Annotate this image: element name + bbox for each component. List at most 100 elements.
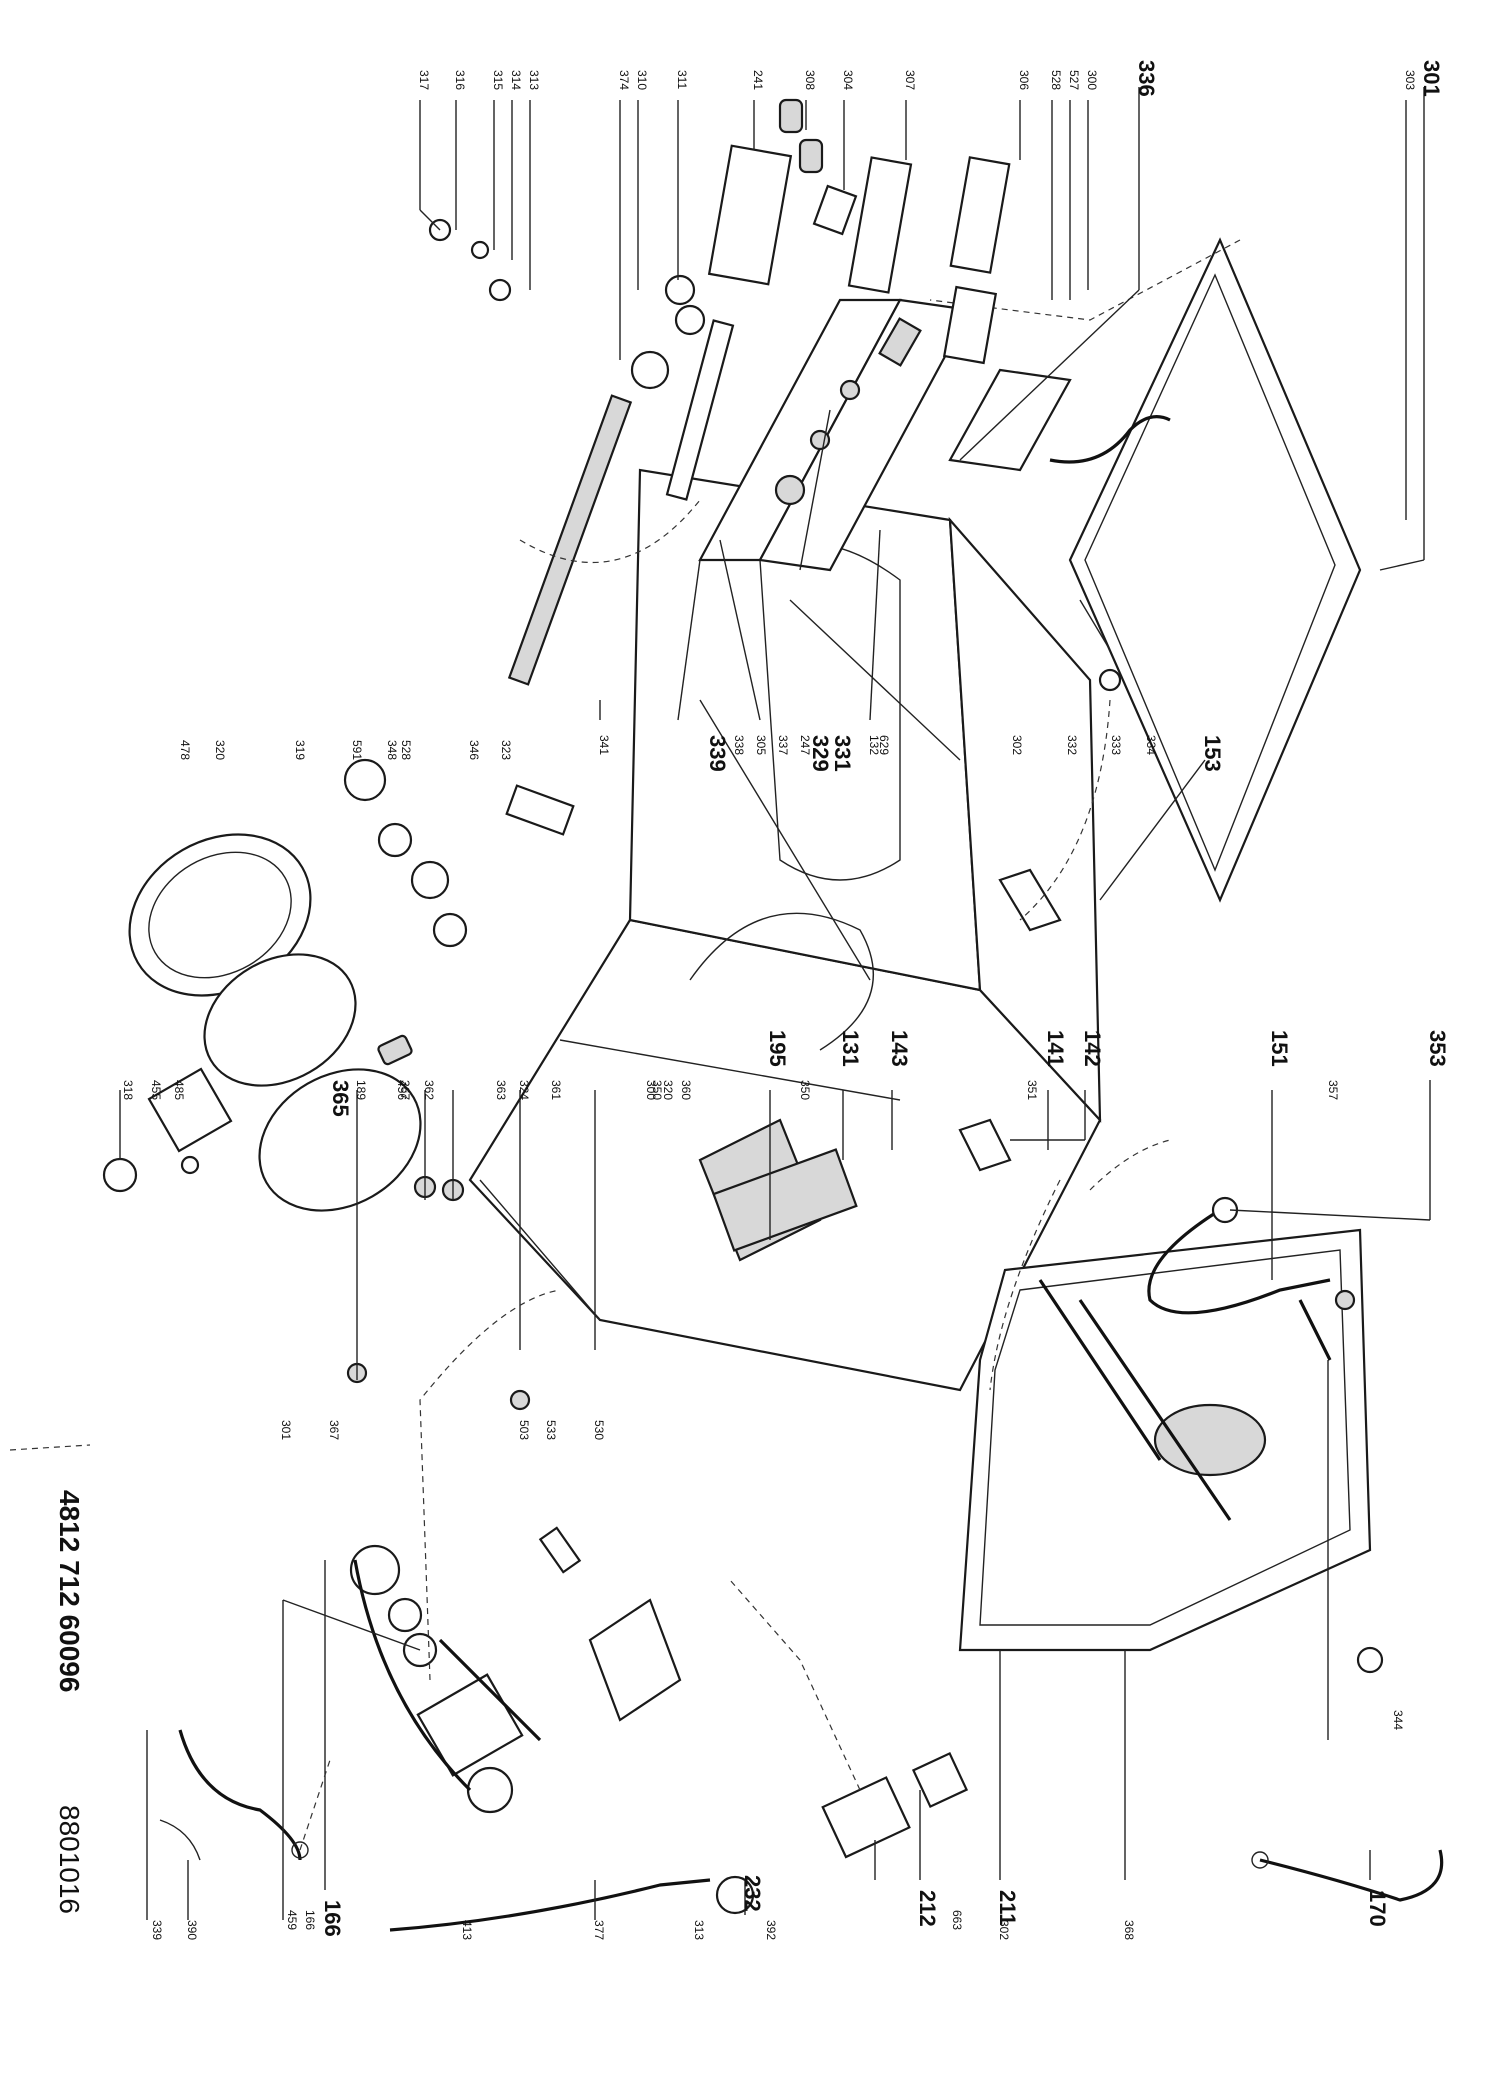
- callout-323: 323: [499, 740, 513, 760]
- hose-377: [389, 1878, 711, 1932]
- lens-304: [812, 184, 858, 236]
- latch-455: [102, 1157, 138, 1193]
- part-323: [1098, 668, 1122, 692]
- spring-332: [1079, 599, 1111, 651]
- clip-459: [159, 1819, 201, 1861]
- callout-307: 307: [903, 70, 917, 90]
- callout-528: 528: [1049, 70, 1063, 90]
- control-button: [839, 379, 861, 401]
- callout-151: 151: [1267, 1030, 1292, 1067]
- control-button: [809, 429, 831, 451]
- callout-320: 320: [213, 740, 227, 760]
- callout-320: 320: [661, 1080, 675, 1100]
- hose-170-end: [1251, 1851, 1269, 1869]
- callout-390: 390: [185, 1920, 199, 1940]
- callout-300: 300: [1085, 70, 1099, 90]
- callout-305: 305: [754, 735, 768, 755]
- top-cover: [1068, 237, 1362, 903]
- hinge-cover-318: [147, 1067, 233, 1153]
- callout-131: 131: [838, 1030, 863, 1067]
- callout-456: 456: [395, 1080, 409, 1100]
- base-plate-slots: [1038, 1279, 1332, 1521]
- display-window: [878, 317, 922, 367]
- callout-331: 331: [830, 735, 855, 772]
- callout-241: 241: [751, 70, 765, 90]
- callout-170: 170: [1365, 1890, 1390, 1927]
- callout-304: 304: [841, 70, 855, 90]
- drum-arc: [689, 912, 874, 1051]
- callout-303: 303: [1403, 70, 1417, 90]
- callout-311: 311: [675, 70, 689, 89]
- dash-path: [419, 1289, 561, 1681]
- hose-533: [438, 1638, 542, 1742]
- pump-211: [821, 1776, 911, 1859]
- callout-527: 527: [1067, 70, 1081, 90]
- lock-346: [505, 784, 575, 836]
- callout-324: 324: [517, 1080, 531, 1100]
- callout-341: 341: [597, 735, 611, 755]
- callout-313: 313: [527, 70, 541, 90]
- callout-212: 212: [915, 1890, 940, 1927]
- callout-306: 306: [1017, 70, 1031, 90]
- hose-151: [1147, 1208, 1331, 1315]
- part-314: [470, 240, 490, 260]
- cabinet-strut: [789, 599, 961, 761]
- hose-clamp: [291, 1841, 309, 1859]
- callout-339: 339: [705, 735, 730, 772]
- callout-533: 533: [544, 1420, 558, 1440]
- foot-339: [1356, 1646, 1384, 1674]
- knob-308b: [798, 138, 824, 174]
- handle-591: [377, 1034, 413, 1066]
- callout-315: 315: [491, 70, 505, 90]
- callout-247: 247: [798, 735, 812, 755]
- filter-212: [911, 1751, 969, 1809]
- callout-485: 485: [172, 1080, 186, 1100]
- callout-351: 351: [1025, 1080, 1039, 1100]
- motor-part-301: [349, 1544, 401, 1596]
- base-plate-opening: [1153, 1403, 1267, 1477]
- bearing-ring: [377, 822, 413, 858]
- callout-591: 591: [350, 740, 364, 760]
- callout-663: 663: [950, 1910, 964, 1930]
- door-glass-320: [203, 953, 357, 1087]
- trim-strip: [665, 319, 735, 501]
- pressure-switch-232: [715, 1875, 755, 1915]
- hose-334: [1049, 415, 1171, 464]
- part-313: [488, 278, 512, 302]
- latch-485: [180, 1155, 200, 1175]
- callout-334: 334: [1144, 735, 1158, 755]
- valve-142: [958, 1118, 1012, 1172]
- callout-353: 353: [1425, 1030, 1450, 1067]
- bearing-part: [410, 860, 450, 900]
- callout-195: 195: [765, 1030, 790, 1067]
- callout-308: 308: [803, 70, 817, 90]
- lower-left-assembly: [159, 1362, 755, 1932]
- callout-318: 318: [121, 1080, 135, 1100]
- callout-333: 333: [1109, 735, 1123, 755]
- callout-310: 310: [635, 70, 649, 90]
- door-frame-478: [258, 1068, 422, 1212]
- control-knob: [774, 474, 806, 506]
- part-311: [674, 304, 706, 336]
- callout-503: 503: [517, 1420, 531, 1440]
- sheet-code: 8801016: [54, 1805, 85, 1914]
- callout-301: 301: [279, 1420, 293, 1440]
- part-344: [1334, 1289, 1356, 1311]
- knob-308: [778, 98, 804, 134]
- panel-530: [588, 1598, 682, 1722]
- pump-body: [416, 1673, 524, 1777]
- callout-629: 629: [877, 735, 891, 755]
- callout-377: 377: [592, 1920, 606, 1940]
- dash-path: [299, 1759, 331, 1851]
- door-ring-inner: [148, 851, 292, 979]
- callout-132: 132: [867, 735, 881, 755]
- code-rule: [9, 1444, 91, 1451]
- electronic-module: [712, 1148, 858, 1252]
- callout-317: 317: [417, 70, 431, 90]
- callout-339: 339: [150, 1920, 164, 1940]
- callout-361: 361: [549, 1080, 563, 1100]
- callout-313: 313: [692, 1920, 706, 1940]
